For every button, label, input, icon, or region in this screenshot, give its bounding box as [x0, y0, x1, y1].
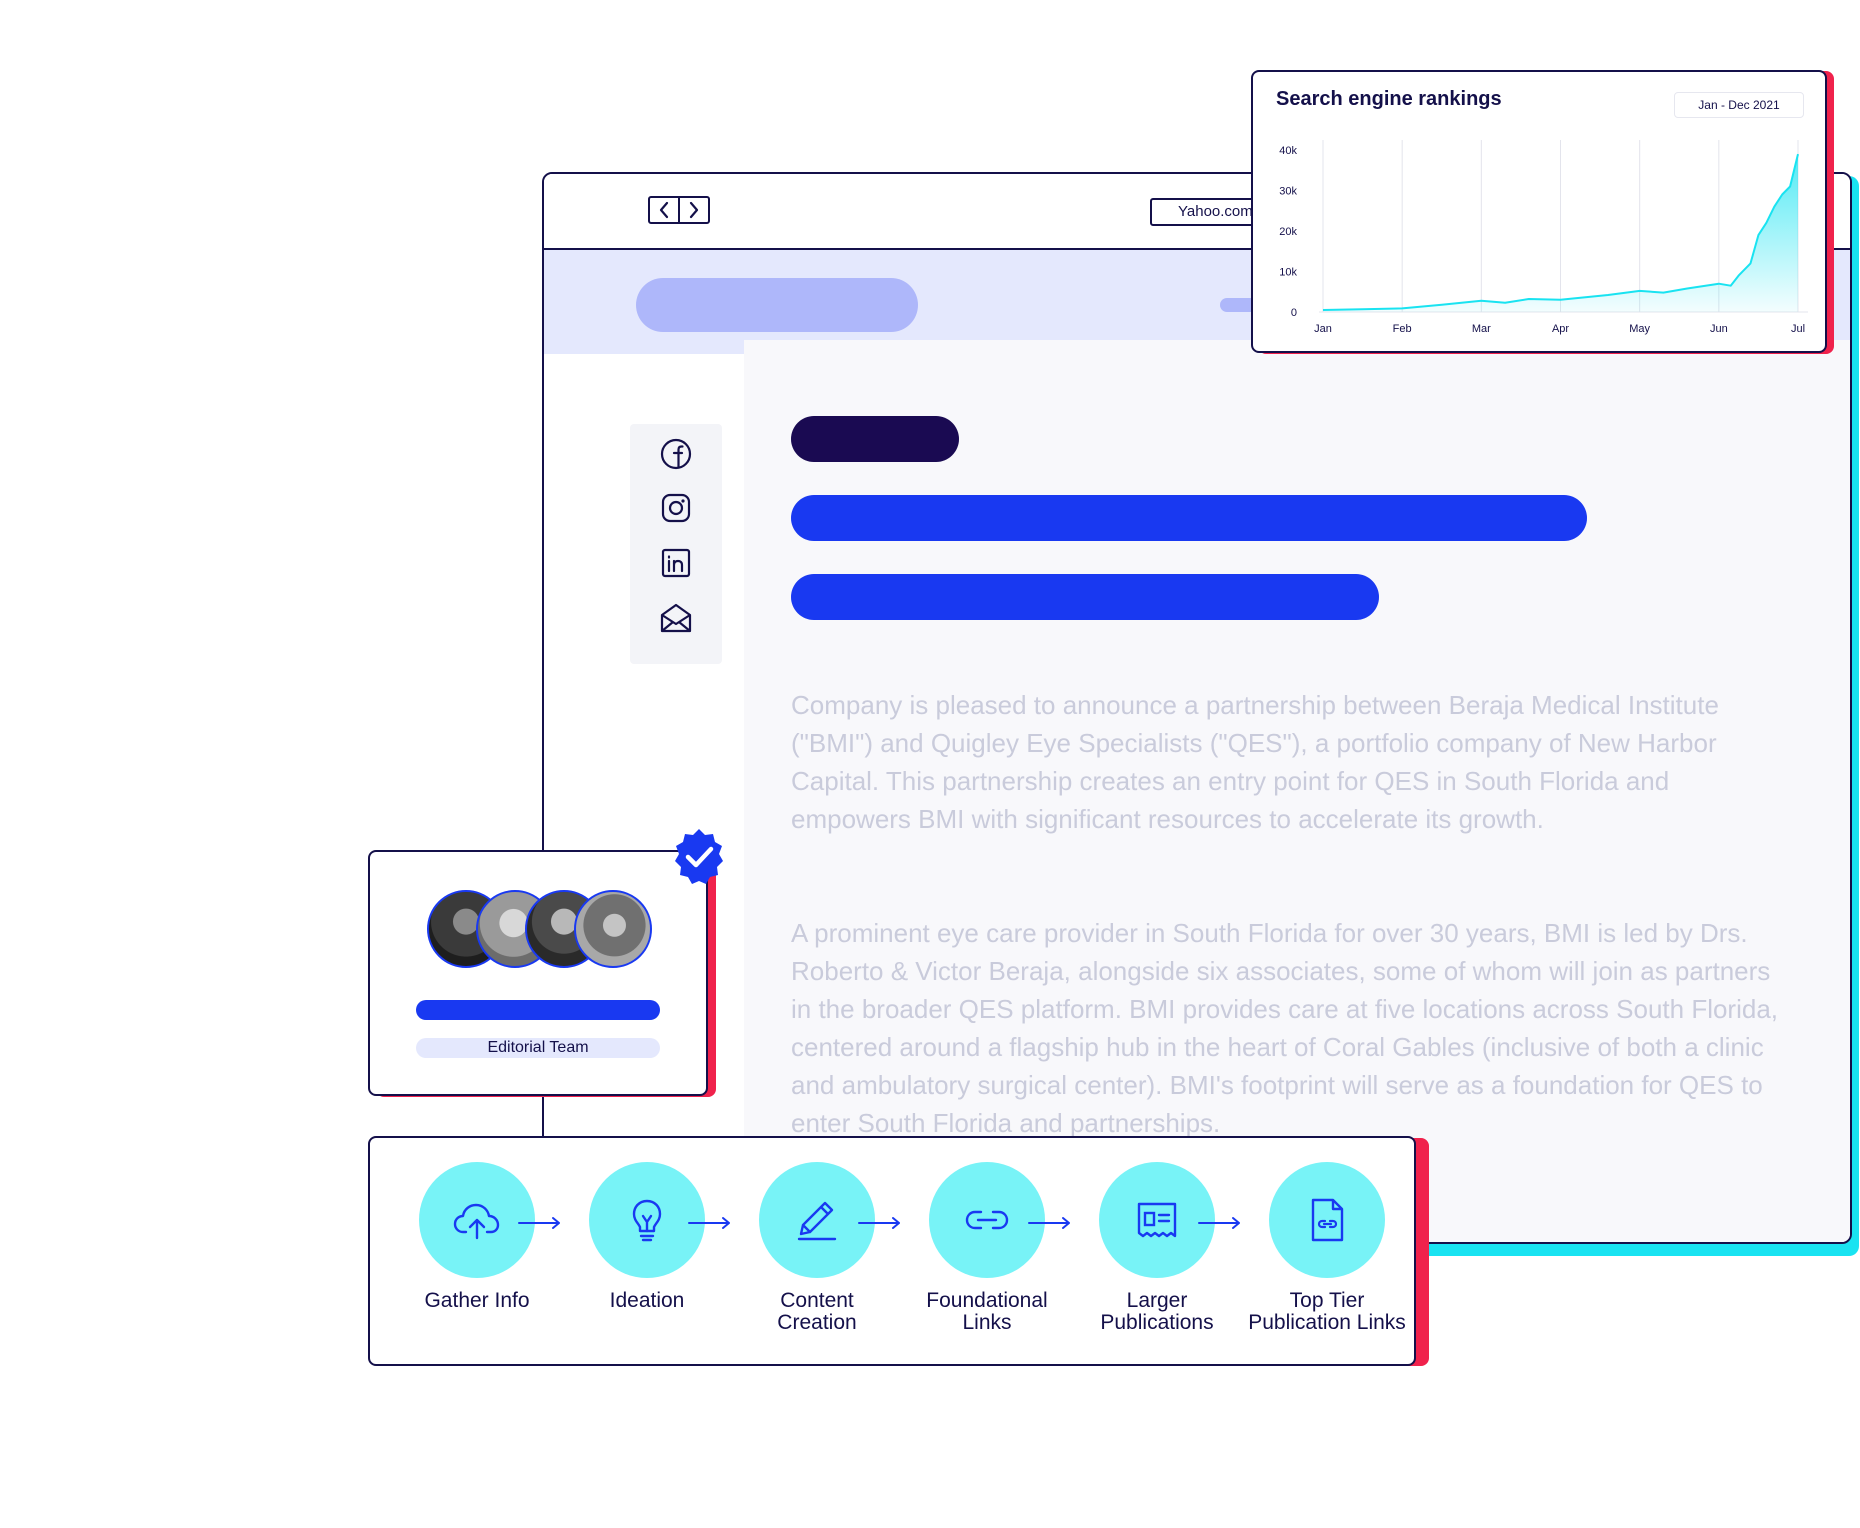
- y-tick-label: 20k: [1279, 226, 1297, 238]
- x-tick-label: Apr: [1552, 323, 1569, 335]
- link-icon: [965, 1210, 1009, 1230]
- series-area: [1323, 154, 1798, 312]
- pencil-icon: [797, 1201, 837, 1241]
- arrow-right-icon: [518, 1217, 560, 1229]
- step-larger-publications: Larger Publications: [1072, 1162, 1242, 1334]
- step-top-tier-publication-links: Top Tier Publication Links: [1242, 1162, 1412, 1334]
- browser-nav-arrows: [648, 196, 710, 224]
- chart-title: Search engine rankings: [1276, 88, 1502, 110]
- x-tick-label: Jul: [1791, 323, 1805, 335]
- article-tag-placeholder: [791, 416, 959, 462]
- linkedin-icon[interactable]: [658, 545, 694, 581]
- editorial-team-card: Editorial Team: [368, 850, 708, 1096]
- facebook-icon[interactable]: [658, 436, 694, 472]
- step-label: Content Creation: [777, 1289, 857, 1334]
- step-label: Foundational Links: [926, 1289, 1048, 1334]
- search-rankings-chart-card: Search engine rankings Jan - Dec 2021 Ja…: [1251, 70, 1827, 353]
- date-range-selector[interactable]: Jan - Dec 2021: [1674, 92, 1804, 118]
- x-tick-label: Feb: [1393, 323, 1412, 335]
- email-icon[interactable]: [658, 600, 694, 636]
- chevron-right-icon: [689, 201, 699, 219]
- step-content-creation: Content Creation: [732, 1162, 902, 1334]
- article-paragraph-1: Company is pleased to announce a partner…: [791, 690, 1719, 834]
- step-label: Larger Publications: [1100, 1289, 1214, 1334]
- instagram-icon[interactable]: [658, 490, 694, 526]
- step-ideation: Ideation: [562, 1162, 732, 1312]
- x-tick-label: May: [1629, 323, 1650, 335]
- team-name-placeholder: [416, 1000, 660, 1020]
- article-headline-placeholder-2: [791, 574, 1379, 620]
- article-content-area: [744, 340, 1850, 1242]
- verified-badge-icon: [675, 829, 723, 884]
- article-headline-placeholder-1: [791, 495, 1587, 541]
- arrow-right-icon: [1028, 1217, 1070, 1229]
- document-link-icon: [1311, 1198, 1344, 1242]
- search-rankings-chart: Jan Feb Mar Apr May Jun Jul 0 10k 20k 30k 40k: [1279, 140, 1808, 335]
- x-tick-label: Jan: [1314, 323, 1332, 335]
- newspaper-icon: [1137, 1202, 1177, 1238]
- y-tick-label: 0: [1291, 307, 1297, 319]
- step-circle: [419, 1162, 535, 1278]
- step-circle: [759, 1162, 875, 1278]
- arrow-right-icon: [858, 1217, 900, 1229]
- step-circle: [589, 1162, 705, 1278]
- arrow-right-icon: [688, 1217, 730, 1229]
- team-label: Editorial Team: [416, 1038, 660, 1058]
- step-circle: [929, 1162, 1045, 1278]
- y-tick-label: 40k: [1279, 145, 1297, 157]
- step-label: Gather Info: [424, 1289, 530, 1312]
- step-label: Ideation: [609, 1289, 685, 1312]
- chevron-left-icon: [659, 201, 669, 219]
- lightbulb-icon: [632, 1199, 662, 1242]
- process-steps-card: Gather Info Ideation Content Creation Fo…: [368, 1136, 1416, 1366]
- back-button[interactable]: [650, 198, 678, 222]
- step-foundational-links: Foundational Links: [902, 1162, 1072, 1334]
- forward-button[interactable]: [678, 198, 708, 222]
- series-line: [1322, 153, 1799, 311]
- step-gather-info: Gather Info: [392, 1162, 562, 1312]
- x-tick-label: Mar: [1472, 323, 1491, 335]
- step-circle: [1269, 1162, 1385, 1278]
- step-circle: [1099, 1162, 1215, 1278]
- avatar: [574, 890, 652, 968]
- step-label: Top Tier Publication Links: [1248, 1289, 1406, 1334]
- x-tick-label: Jun: [1710, 323, 1728, 335]
- arrow-right-icon: [1198, 1217, 1240, 1229]
- y-tick-label: 30k: [1279, 186, 1297, 198]
- y-tick-label: 10k: [1279, 267, 1297, 279]
- cloud-upload-icon: [453, 1203, 500, 1240]
- hero-placeholder-pill: [636, 278, 918, 332]
- article-paragraph-2: A prominent eye care provider in South F…: [791, 918, 1779, 1138]
